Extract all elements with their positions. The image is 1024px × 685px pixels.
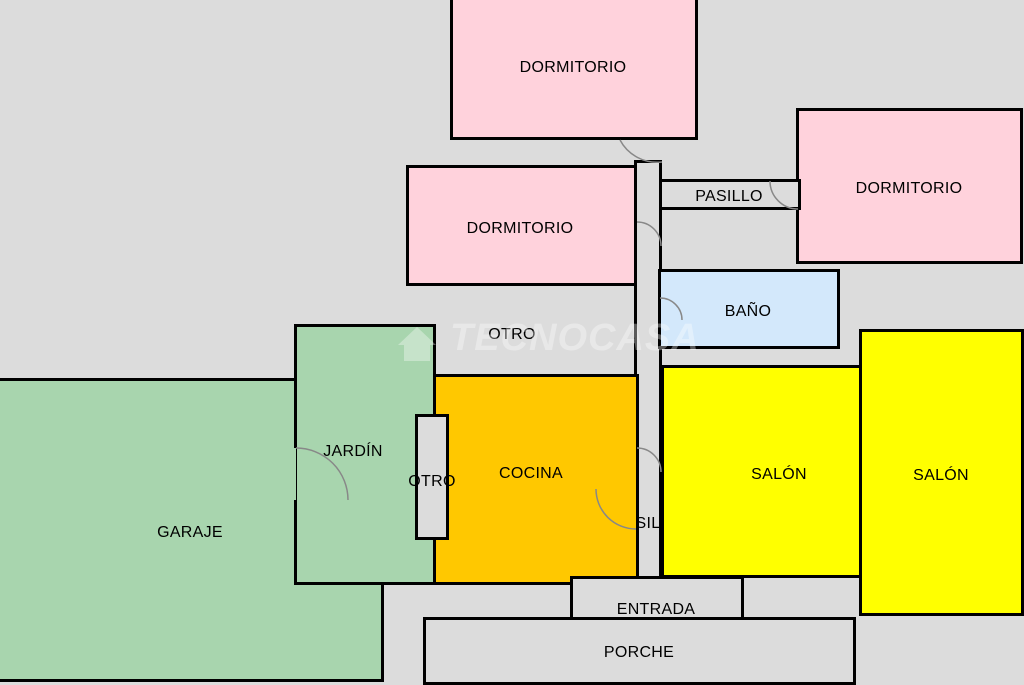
label-salon-1: SALÓN (751, 466, 807, 483)
label-jardin: JARDÍN (323, 443, 383, 460)
label-dormitorio-top: DORMITORIO (519, 59, 627, 76)
door-dormitorio-top (619, 139, 663, 164)
label-otro-small: OTRO (408, 473, 456, 490)
house-icon (398, 327, 436, 361)
room-cocina (433, 374, 639, 585)
label-cocina: COCINA (498, 465, 564, 482)
watermark-text: TECNOCASA (450, 317, 700, 359)
room-otro-small (415, 414, 449, 540)
label-salon-2: SALÓN (913, 467, 969, 484)
room-porche (423, 617, 856, 685)
room-dormitorio-top (450, 0, 698, 140)
label-dormitorio-left: DORMITORIO (466, 220, 574, 237)
label-dormitorio-right: DORMITORIO (855, 180, 963, 197)
label-otro-top: OTRO (488, 326, 536, 343)
room-dormitorio-left (406, 165, 637, 286)
room-salon-2 (859, 329, 1024, 616)
watermark-logo: TECNOCASA (388, 315, 699, 371)
label-porche: PORCHE (603, 644, 675, 661)
label-garaje: GARAJE (157, 524, 223, 541)
room-salon-1 (661, 365, 862, 578)
room-bano (658, 269, 840, 349)
label-bano: BAÑO (724, 303, 772, 320)
label-pasillo: PASILLO (695, 188, 763, 205)
label-sil: SIL (635, 515, 661, 532)
label-entrada: ENTRADA (616, 601, 696, 618)
